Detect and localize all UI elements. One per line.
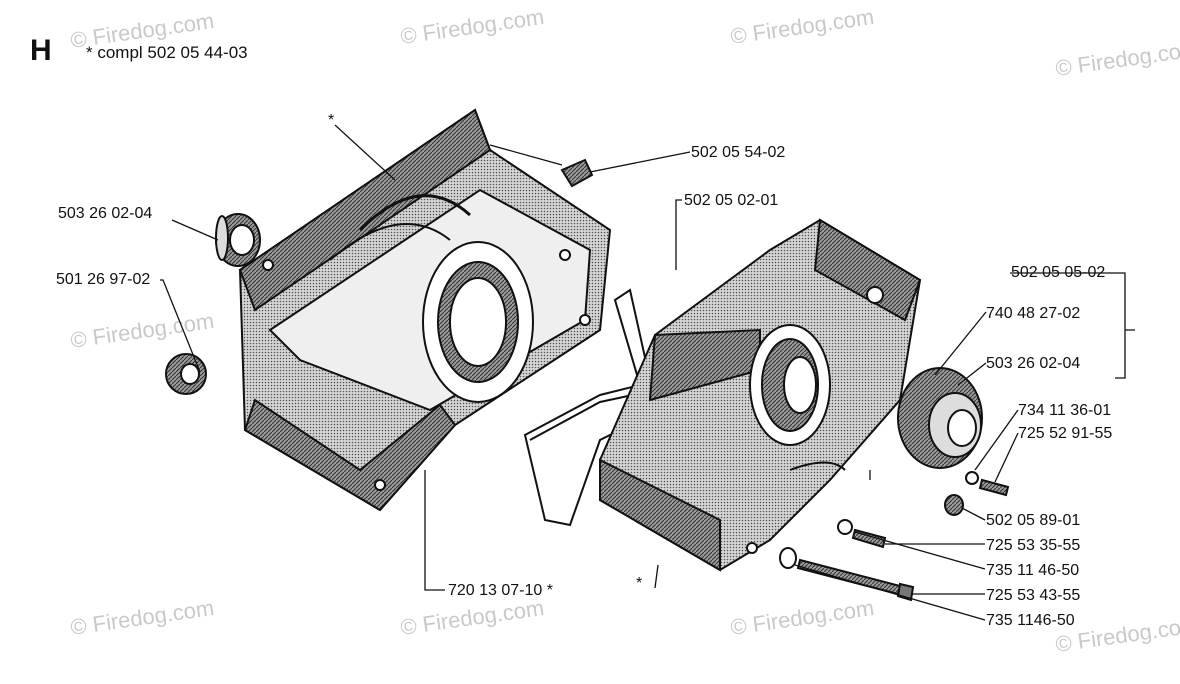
right-crankcase-half <box>599 218 922 572</box>
part-label: 735 1146-50 <box>986 612 1075 629</box>
part-label: 502 05 54-02 <box>691 144 786 161</box>
part-label: 725 53 43-55 <box>986 587 1081 604</box>
part-label: 734 11 36-01 <box>1018 402 1112 419</box>
leader-lines <box>160 124 1135 621</box>
part-label: 735 11 46-50 <box>986 562 1080 579</box>
section-title: * compl 502 05 44-03 <box>86 43 248 62</box>
part-label: 502 05 05-02 <box>1011 264 1106 281</box>
part-label: 720 13 07-10 * <box>448 582 553 599</box>
seal-left <box>165 353 207 395</box>
part-label: 740 48 27-02 <box>986 305 1081 322</box>
part-label: 502 05 89-01 <box>986 512 1081 529</box>
flange-bearing-housing <box>897 367 983 469</box>
bearing-left <box>215 213 261 267</box>
part-label: 503 26 02-04 <box>58 205 153 222</box>
part-label: 503 26 02-04 <box>986 355 1081 372</box>
plug-part <box>560 158 594 188</box>
asterisk-marker: * <box>636 575 643 592</box>
left-crankcase-half <box>238 108 612 512</box>
part-label: 501 26 97-02 <box>56 271 151 288</box>
part-label: 725 53 35-55 <box>986 537 1081 554</box>
section-letter: H <box>30 34 52 67</box>
asterisk-marker: * <box>328 112 335 129</box>
part-label: 725 52 91-55 <box>1018 425 1113 442</box>
fasteners <box>779 471 1010 602</box>
part-label: 502 05 02-01 <box>684 192 779 209</box>
